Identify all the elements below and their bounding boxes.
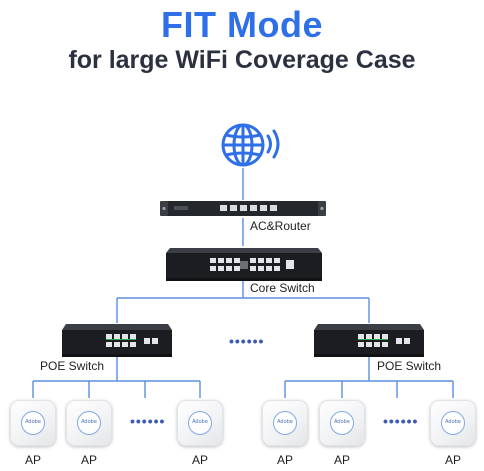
ap-label-2: AP	[80, 453, 97, 467]
switch-row-ellipsis: ••••••	[229, 333, 265, 349]
core-switch-device	[166, 248, 322, 281]
ap-ring-icon	[273, 411, 297, 435]
ap-label-6: AP	[444, 453, 461, 467]
poe-switch-left-device	[62, 324, 172, 357]
access-point-3: Adobe	[177, 400, 223, 446]
ap-ring-icon	[330, 411, 354, 435]
poe-switch-right-label: POE Switch	[377, 359, 442, 373]
ap-label-1: AP	[24, 453, 41, 467]
router-label: AC&Router	[250, 219, 311, 233]
access-point-2: Adobe	[66, 400, 112, 446]
ap-label-4: AP	[276, 453, 293, 467]
ap-ring-icon	[188, 411, 212, 435]
access-point-1: Adobe	[10, 400, 56, 446]
ap-left-ellipsis: ••••••	[130, 413, 166, 429]
ap-logo: Adobe	[81, 419, 97, 425]
ap-ring-icon	[21, 411, 45, 435]
ap-ring-icon	[77, 411, 101, 435]
ap-label-5: AP	[333, 453, 350, 467]
ap-ring-icon	[441, 411, 465, 435]
core-switch-label: Core Switch	[250, 281, 315, 295]
ap-logo: Adobe	[445, 419, 461, 425]
ap-logo: Adobe	[277, 419, 293, 425]
ap-label-3: AP	[191, 453, 208, 467]
ac-router-device	[160, 201, 326, 216]
access-point-4: Adobe	[262, 400, 308, 446]
access-point-5: Adobe	[319, 400, 365, 446]
ap-right-ellipsis: ••••••	[383, 413, 419, 429]
ap-logo: Adobe	[192, 419, 208, 425]
access-point-6: Adobe	[430, 400, 476, 446]
ap-logo: Adobe	[25, 419, 41, 425]
poe-switch-left-label: POE Switch	[40, 359, 105, 373]
page-title: FIT Mode	[161, 4, 323, 45]
ap-logo: Adobe	[334, 419, 350, 425]
page-subtitle: for large WiFi Coverage Case	[68, 46, 416, 74]
poe-switch-right-device	[314, 324, 424, 357]
globe-wifi-icon	[221, 123, 280, 167]
